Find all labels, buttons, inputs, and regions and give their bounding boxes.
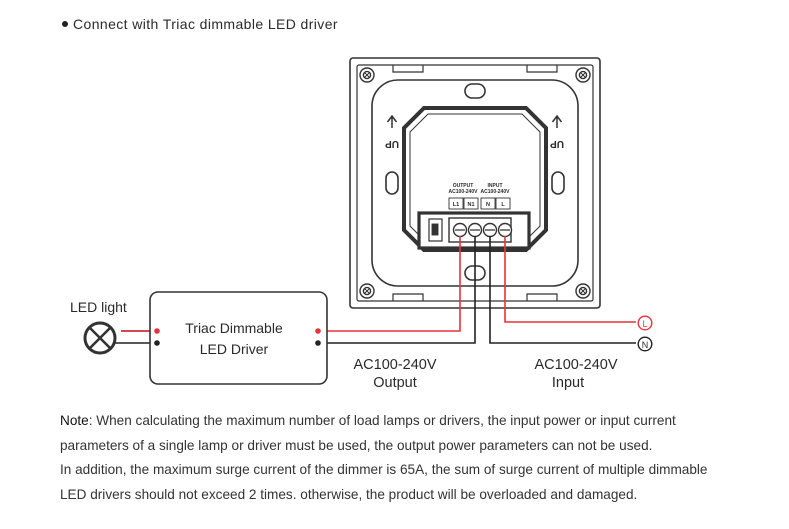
note-line-3: In addition, the maximum surge current o…	[60, 458, 708, 483]
output-header: OUTPUT	[453, 183, 474, 189]
driver-label-line1: Triac Dimmable	[185, 320, 283, 336]
lamp-icon	[83, 321, 117, 355]
terminal-label-boxes	[448, 197, 511, 210]
live-terminal-letter: L	[642, 319, 647, 329]
terminal-label-n1: N1	[467, 202, 474, 208]
input-voltage-label: AC100-240V	[534, 357, 617, 373]
led-light-label: LED light	[70, 299, 127, 315]
corner-screws	[359, 67, 591, 299]
live-wires	[320, 236, 636, 332]
right-slot	[551, 171, 565, 195]
screw-icon	[575, 67, 591, 83]
note-text-4: LED drivers should not exceed 2 times. o…	[60, 487, 638, 502]
input-range: AC100-240V	[481, 189, 511, 195]
note-text-1: : When calculating the maximum number of…	[88, 413, 676, 428]
screw-icon	[359, 67, 375, 83]
terminal-block	[417, 211, 531, 250]
left-slot	[385, 171, 399, 195]
output-range: AC100-240V	[449, 189, 479, 195]
note-line-1: Note: When calculating the maximum numbe…	[60, 409, 676, 434]
note-prefix: Note	[60, 413, 89, 428]
output-name-label: Output	[373, 375, 417, 391]
driver-label-line2: LED Driver	[200, 341, 269, 357]
up-label-right: UP	[550, 138, 564, 149]
top-slot	[464, 83, 486, 99]
note-text-2: parameters of a single lamp or driver mu…	[60, 438, 653, 453]
terminal-label-n: N	[486, 202, 490, 208]
panel-module	[402, 106, 548, 252]
input-name-label: Input	[552, 375, 584, 391]
output-voltage-label: AC100-240V	[353, 357, 436, 373]
screw-icon	[359, 283, 375, 299]
up-label-left: UP	[385, 138, 399, 149]
up-arrow-icon	[386, 114, 563, 128]
terminal-label-l: L	[501, 202, 505, 208]
screw-icon	[575, 283, 591, 299]
input-header: INPUT	[488, 183, 503, 189]
heading-text: Connect with Triac dimmable LED driver	[73, 16, 338, 32]
note-text-3: In addition, the maximum surge current o…	[60, 462, 708, 477]
heading-bullet	[62, 21, 68, 27]
terminal-label-l1: L1	[453, 202, 459, 208]
neutral-terminal-letter: N	[642, 340, 649, 350]
driver-box	[149, 291, 328, 385]
note-line-4: LED drivers should not exceed 2 times. o…	[60, 483, 637, 508]
note-line-2: parameters of a single lamp or driver mu…	[60, 434, 652, 459]
neutral-terminal-icon: N	[637, 336, 653, 352]
live-terminal-icon: L	[637, 315, 653, 331]
